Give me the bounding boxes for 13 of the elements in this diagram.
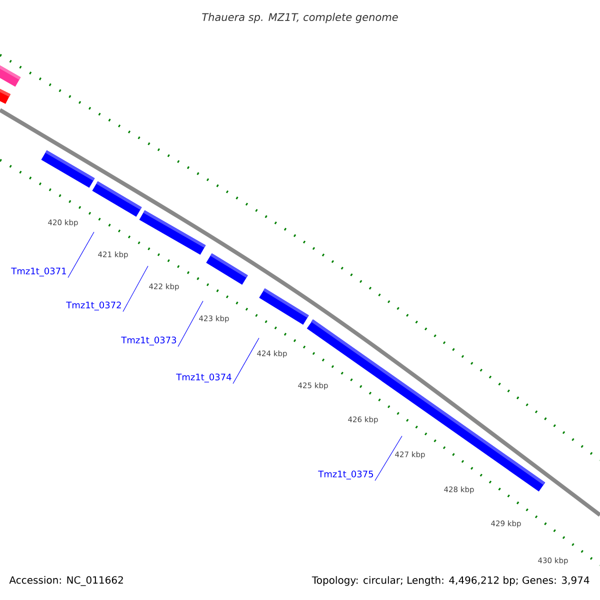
gene-label: Tmz1t_0372 — [66, 302, 121, 310]
title: Thauera sp. MZ1T, complete genome — [202, 12, 398, 24]
gene-label: Tmz1t_0373 — [121, 336, 176, 346]
leader-line — [178, 300, 204, 347]
leader-line — [68, 232, 94, 278]
gene-label: Tmz1t_0371 — [11, 268, 66, 276]
gene-label: Tmz1t_0374 — [176, 374, 232, 382]
gene-label: Tmz1t_0375 — [318, 470, 373, 480]
leader-line — [122, 266, 148, 312]
footer-text: Accession: NC_011662 — [9, 576, 123, 586]
leader-line — [232, 338, 260, 384]
footer-text: Topology: circular; Length: 4,496,212 bp; Genes: 3,974 — [312, 576, 590, 586]
leader-line — [374, 436, 402, 481]
